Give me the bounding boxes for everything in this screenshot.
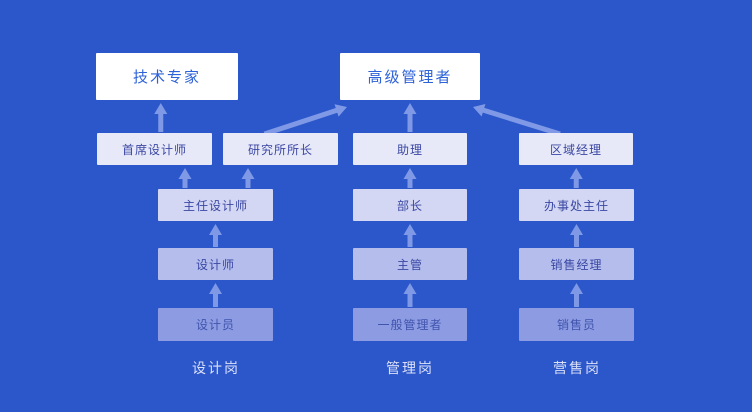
node-office-director: 办事处主任 [519,189,634,221]
node-salesperson: 销售员 [519,308,634,341]
node-designer: 设计师 [158,248,273,280]
node-regional-manager: 区域经理 [519,133,633,165]
column-label-management: 管理岗 [386,361,434,377]
column-label-sales: 营售岗 [553,361,601,377]
column-label-design: 设计岗 [192,361,240,377]
node-assistant: 助理 [353,133,467,165]
node-tech-expert: 技术专家 [96,53,238,100]
node-supervisor: 主管 [353,248,467,280]
node-general-manager: 一般管理者 [353,308,467,341]
node-junior-designer: 设计员 [158,308,273,341]
node-sales-manager: 销售经理 [519,248,634,280]
node-senior-manager: 高级管理者 [340,53,480,100]
node-director-designer: 主任设计师 [158,189,273,221]
node-chief-designer: 首席设计师 [97,133,212,165]
node-institute-director: 研究所所长 [223,133,338,165]
node-minister: 部长 [353,189,467,221]
